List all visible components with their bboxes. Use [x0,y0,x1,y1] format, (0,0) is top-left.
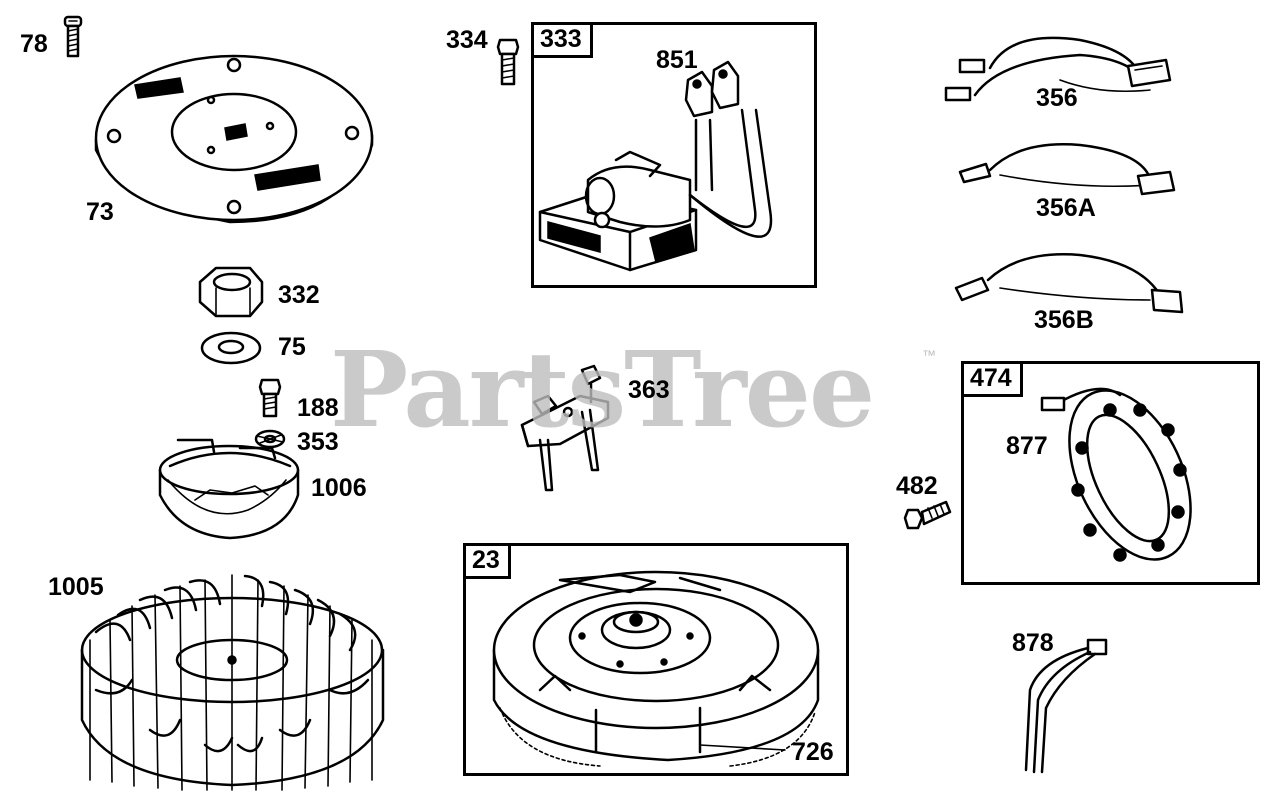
harness-356b-drawing [954,253,1184,314]
bolt-188-drawing [258,378,282,418]
watermark: PartsTree [330,328,875,451]
harness-356-drawing [944,36,1172,102]
trademark-mark: ™ [922,347,936,363]
part-label-726[interactable]: 726 [792,738,834,766]
washer-75-drawing [200,331,262,365]
part-label-851[interactable]: 851 [656,46,698,74]
part-label-334[interactable]: 334 [446,26,488,54]
part-label-75[interactable]: 75 [278,333,306,361]
ignition-group-box: 333 [531,22,817,288]
part-label-1006[interactable]: 1006 [311,474,367,502]
lead-878-drawing [1024,638,1108,774]
part-label-73[interactable]: 73 [86,198,114,226]
part-label-878[interactable]: 878 [1012,629,1054,657]
screw-78-drawing [63,15,83,58]
part-label-482[interactable]: 482 [896,472,938,500]
bolt-482-drawing [903,500,952,530]
hex-nut-332-drawing [198,266,264,318]
ignition-coil-333-drawing [538,60,773,272]
bolt-334-drawing [496,38,520,86]
part-label-363[interactable]: 363 [628,376,670,404]
flywheel-group-box: 23 [463,543,849,776]
part-label-78[interactable]: 78 [20,30,48,58]
part-label-356[interactable]: 356 [1036,84,1078,112]
part-label-188[interactable]: 188 [297,394,339,422]
part-label-332[interactable]: 332 [278,281,320,309]
flywheel-23-drawing [492,570,820,767]
part-label-877[interactable]: 877 [1006,432,1048,460]
alternator-474-drawing [1040,387,1192,562]
harness-356a-drawing [958,143,1176,196]
alternator-group-box: 474 [961,361,1260,585]
ref-tag-23: 23 [463,543,511,579]
lock-washer-353-drawing [254,429,286,449]
part-label-353[interactable]: 353 [297,428,339,456]
part-label-1005[interactable]: 1005 [48,573,104,601]
fan-1005-drawing [80,574,385,791]
part-label-356b[interactable]: 356B [1034,306,1094,334]
screen-1006-drawing [158,438,300,540]
bracket-363-drawing [520,364,610,492]
backing-plate-73-drawing [94,54,374,224]
part-label-356a[interactable]: 356A [1036,194,1096,222]
ref-tag-333: 333 [531,22,593,58]
ref-tag-474: 474 [961,361,1023,397]
